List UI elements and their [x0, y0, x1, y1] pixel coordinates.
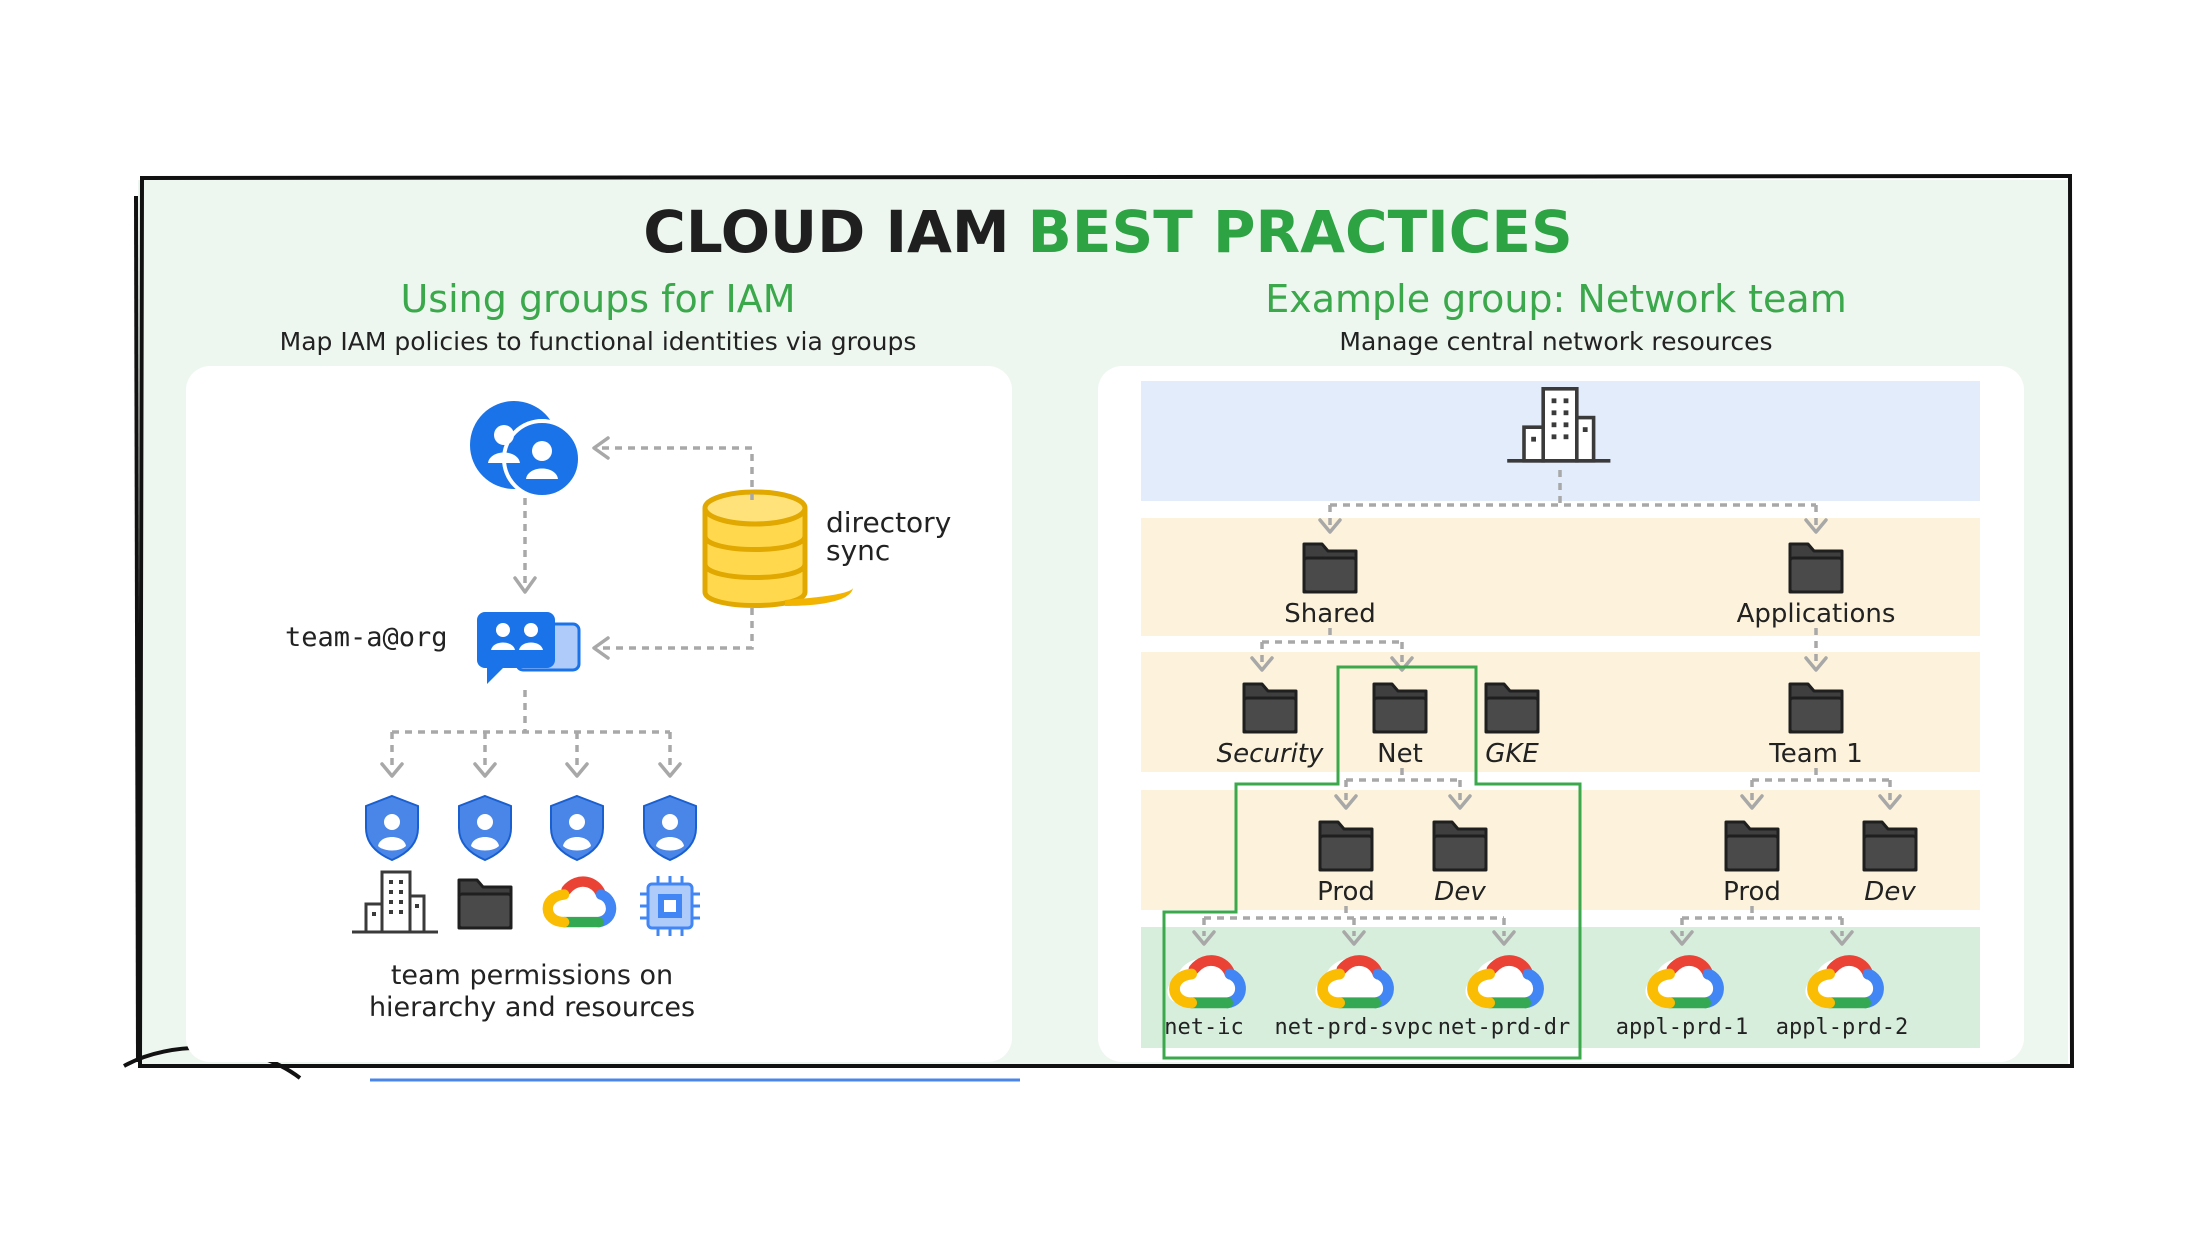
- folder-label-net: Net: [1377, 739, 1423, 769]
- project-label-appl-prd-1: appl-prd-1: [1616, 1015, 1748, 1040]
- left-heading: Using groups for IAM: [400, 277, 795, 321]
- permissions-caption: team permissions on: [391, 960, 673, 991]
- folder-band-3: [1141, 790, 1980, 910]
- database-icon: [702, 489, 853, 608]
- folder-icon: [457, 878, 513, 930]
- folder-icon: [1788, 682, 1844, 734]
- directory-sync-label: directory: [826, 506, 951, 539]
- folder-label-applications: Applications: [1737, 599, 1896, 629]
- directory-sync-label-2: sync: [826, 534, 890, 567]
- folder-icon: [1484, 682, 1540, 734]
- folder-icon: [1302, 542, 1358, 594]
- hierarchy-arrows: [1192, 470, 1902, 946]
- folder-icon: [1724, 820, 1780, 872]
- folder-label-team1: Team 1: [1768, 739, 1863, 769]
- folder-icon: [1318, 820, 1374, 872]
- right-subheading: Manage central network resources: [1339, 327, 1772, 356]
- left-subheading: Map IAM policies to functional identitie…: [280, 327, 917, 356]
- project-label-net-ic: net-ic: [1164, 1015, 1243, 1040]
- sync-arrows: [513, 436, 754, 660]
- folder-icon: [1862, 820, 1918, 872]
- folder-label-team-dev: Dev: [1864, 877, 1916, 907]
- permissions-caption-2: hierarchy and resources: [369, 992, 695, 1023]
- chip-icon: [640, 876, 700, 936]
- left-panel: [186, 366, 1012, 1062]
- right-heading: Example group: Network team: [1265, 277, 1847, 321]
- group-to-permissions-arrows: [380, 690, 682, 778]
- folder-label-net-dev: Dev: [1434, 877, 1486, 907]
- folder-icon: [1242, 682, 1298, 734]
- project-label-appl-prd-2: appl-prd-2: [1776, 1015, 1908, 1040]
- group-chat-icon: [477, 612, 581, 684]
- folder-icon: [1788, 542, 1844, 594]
- network-team-scope-outline: [1162, 665, 1582, 1060]
- folder-label-shared: Shared: [1284, 599, 1376, 629]
- folder-icon: [1372, 682, 1428, 734]
- users-group-icon: [470, 401, 582, 499]
- group-email: team-a@org: [285, 622, 448, 653]
- folder-label-net-prod: Prod: [1317, 877, 1375, 907]
- project-label-net-prd-dr: net-prd-dr: [1438, 1015, 1570, 1040]
- folder-label-gke: GKE: [1485, 739, 1539, 769]
- project-label-net-prd-svpc: net-prd-svpc: [1275, 1015, 1434, 1040]
- folder-label-security: Security: [1217, 739, 1324, 769]
- folder-label-team-prod: Prod: [1723, 877, 1781, 907]
- folder-icon: [1432, 820, 1488, 872]
